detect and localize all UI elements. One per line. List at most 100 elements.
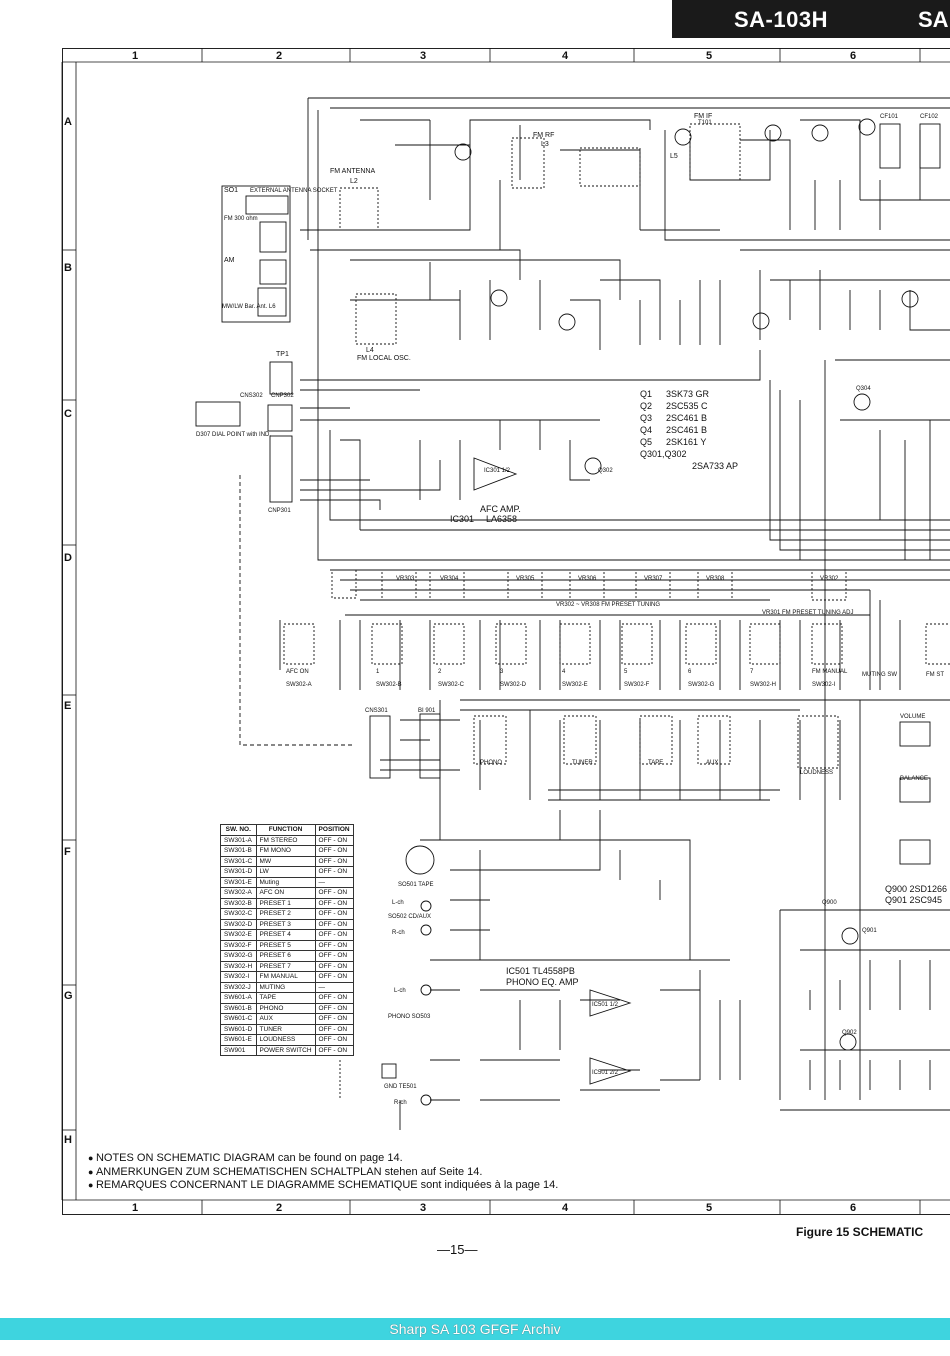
label-cnp302: CNP302 xyxy=(271,393,294,399)
switch-position-label: 6 xyxy=(688,669,692,675)
label-muting-sw: MUTING SW xyxy=(862,672,897,678)
switch-ref-label: SW302-H xyxy=(750,682,776,688)
model-number: SA-103H xyxy=(734,7,828,32)
switch-position-label: FM MANUAL xyxy=(812,669,848,675)
transistor-type: 2SA733 AP xyxy=(692,461,739,471)
column-label-4: 4 xyxy=(562,50,569,62)
transistor-ref: Q301,Q302 xyxy=(640,449,687,459)
grid-lines xyxy=(61,48,950,1214)
label-q304: Q304 xyxy=(856,386,871,392)
label-ic501-a: IC501 1/2 xyxy=(592,1002,619,1008)
function-table-cell: SW302-C xyxy=(220,908,257,920)
label-l4: L4 xyxy=(366,347,374,354)
label-cnp301: CNP301 xyxy=(268,508,291,514)
label-q900: Q900 xyxy=(822,900,837,906)
label-fm-local-osc: FM LOCAL OSC. xyxy=(357,355,411,362)
label-ic301-half: IC301 1/2 xyxy=(484,468,511,474)
transistor-type: 2SC461 B xyxy=(666,413,708,423)
label-lch-1: L-ch xyxy=(392,900,404,906)
label-aux-sw: AUX xyxy=(706,760,718,766)
function-table-cell: POWER SWITCH xyxy=(255,1044,316,1056)
transistor-type: 2SK161 Y xyxy=(666,437,707,447)
transistor-ref: Q4 xyxy=(640,425,653,435)
function-table-cell: — xyxy=(314,876,354,888)
function-table-cell: PRESET 2 xyxy=(255,908,316,920)
preset-vr-label: VR303 xyxy=(396,576,415,582)
preset-vr-label: VR305 xyxy=(516,576,535,582)
column-label-2: 2 xyxy=(276,50,283,62)
switch-position-label: 2 xyxy=(438,669,442,675)
function-table-cell: SW301-E xyxy=(220,876,257,888)
label-fm-rf: FM RF xyxy=(533,132,554,139)
label-la6358: LA6358 xyxy=(486,514,517,524)
label-l3: L3 xyxy=(541,141,549,148)
function-table-cell: TUNER xyxy=(255,1023,316,1035)
preset-vr-label: VR308 xyxy=(706,576,725,582)
label-fm-antenna: FM ANTENNA xyxy=(330,168,375,175)
function-table-cell: OFF - ON xyxy=(314,929,354,941)
column-label-bottom-4: 4 xyxy=(562,1202,569,1214)
label-cns302: CNS302 xyxy=(240,393,263,399)
schematic-frame xyxy=(62,48,950,1215)
label-tp1: TP1 xyxy=(276,351,289,358)
preset-vr-label: VR307 xyxy=(644,576,663,582)
function-table-cell: SW301-C xyxy=(220,855,257,867)
label-cf102: CF102 xyxy=(920,114,939,120)
label-rch-2: R-ch xyxy=(394,1100,407,1106)
function-table-cell: SW302-D xyxy=(220,918,257,930)
label-lch-2: L-ch xyxy=(394,988,406,994)
model-header-tab: SA-103H SA xyxy=(672,0,950,38)
function-table-cell: SW302-E xyxy=(220,929,257,941)
preset-vr-label: VR304 xyxy=(440,576,459,582)
function-table-header-cell: SW. NO. xyxy=(220,824,257,836)
function-table-cell: OFF - ON xyxy=(314,939,354,951)
switch-position-label: 1 xyxy=(376,669,380,675)
function-table-cell: OFF - ON xyxy=(314,845,354,857)
function-table-cell: SW302-H xyxy=(220,960,257,972)
column-label-bottom-2: 2 xyxy=(276,1202,283,1214)
function-table-cell: PRESET 5 xyxy=(255,939,316,951)
switch-position-label: AFC ON xyxy=(286,669,309,675)
column-label-3: 3 xyxy=(420,50,427,62)
function-table-cell: OFF - ON xyxy=(314,992,354,1004)
function-table-cell: OFF - ON xyxy=(314,1044,354,1056)
function-table-cell: SW302-A xyxy=(220,887,257,899)
function-table-cell: LW xyxy=(255,866,316,878)
transistor-row: Q301,Q302 xyxy=(640,448,738,460)
label-rch-1: R-ch xyxy=(392,930,405,936)
function-table-cell: FM MANUAL xyxy=(255,971,316,983)
column-label-bottom-3: 3 xyxy=(420,1202,427,1214)
row-label-D: D xyxy=(64,552,72,564)
transistor-ref: Q2 xyxy=(640,401,653,411)
transistor-type: 2SC461 B xyxy=(666,425,708,435)
label-phono-sw: PHONO xyxy=(480,760,502,766)
column-label-6: 6 xyxy=(850,50,857,62)
row-label-H: H xyxy=(64,1134,72,1146)
function-table-cell: PRESET 3 xyxy=(255,918,316,930)
transistor-row: 2SA733 AP xyxy=(640,460,738,472)
label-vr-range: VR302 ~ VR308 FM PRESET TUNING xyxy=(556,602,660,608)
function-table-cell: OFF - ON xyxy=(314,918,354,930)
figure-title: Figure 15 SCHEMATIC xyxy=(796,1225,924,1239)
function-table-cell: SW302-G xyxy=(220,950,257,962)
transistor-ref: Q1 xyxy=(640,389,653,399)
switch-position-label: 7 xyxy=(750,669,754,675)
column-label-bottom-5: 5 xyxy=(706,1202,713,1214)
function-table-cell: SW302-I xyxy=(220,971,257,983)
function-table-cell: — xyxy=(314,981,354,993)
